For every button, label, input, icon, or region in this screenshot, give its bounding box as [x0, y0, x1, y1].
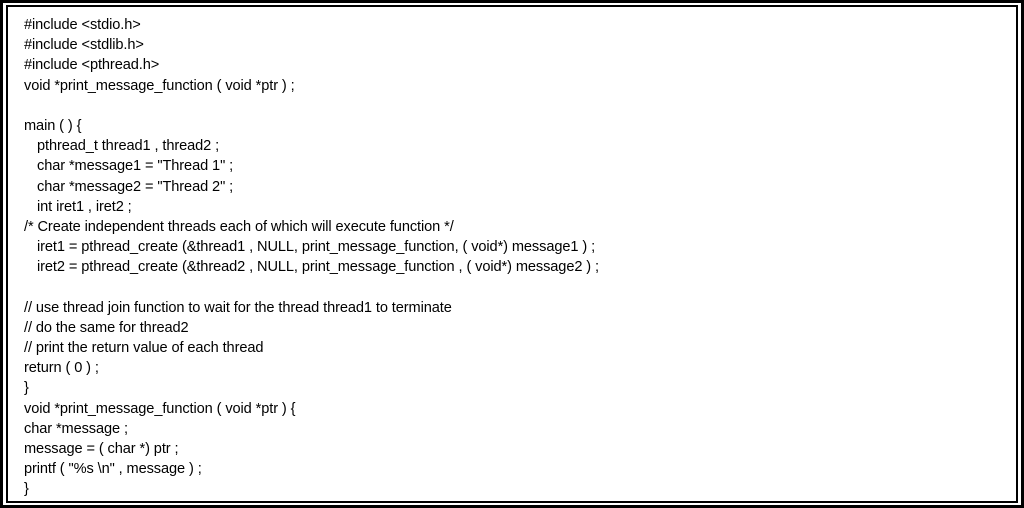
code-line: // use thread join function to wait for … — [24, 299, 452, 316]
code-line-blank — [24, 96, 1014, 116]
code-listing-body: #include <stdio.h> #include <stdlib.h> #in… — [16, 9, 1014, 499]
code-line: #include <stdio.h> — [24, 17, 141, 33]
code-line: // do the same for thread2 — [24, 319, 189, 336]
code-line: #include <pthread.h> — [24, 57, 160, 74]
code-line: message = ( char *) ptr ; — [24, 440, 179, 457]
code-line: return ( 0 ) ; — [24, 360, 99, 377]
code-line: // print the return value of each thread — [24, 340, 264, 356]
code-line: #include <stdlib.h> — [24, 37, 144, 54]
code-line: iret2 = pthread_create (&thread2 , NULL,… — [37, 259, 599, 276]
code-line: pthread_t thread1 , thread2 ; — [37, 138, 220, 155]
code-listing-inner-border: #include <stdio.h> #include <stdlib.h> #in… — [6, 5, 1018, 503]
code-line: int iret1 , iret2 ; — [37, 198, 132, 215]
code-line: /* Create independent threads each of wh… — [24, 218, 454, 235]
code-line: void *print_message_function ( void *ptr… — [24, 400, 296, 417]
code-line: iret1 = pthread_create (&thread1 , NULL,… — [37, 239, 596, 256]
code-line: char *message ; — [24, 420, 128, 437]
code-line: printf ( "%s \n" , message ) ; — [24, 461, 202, 478]
code-line: main ( ) { — [24, 117, 82, 134]
code-line-blank — [24, 277, 1014, 297]
code-line: } — [24, 380, 29, 397]
code-line: } — [24, 481, 29, 498]
code-line: char *message2 = "Thread 2" ; — [37, 178, 234, 195]
code-line: char *message1 = "Thread 1" ; — [37, 158, 234, 175]
code-line: void *print_message_function ( void *ptr… — [24, 77, 295, 94]
